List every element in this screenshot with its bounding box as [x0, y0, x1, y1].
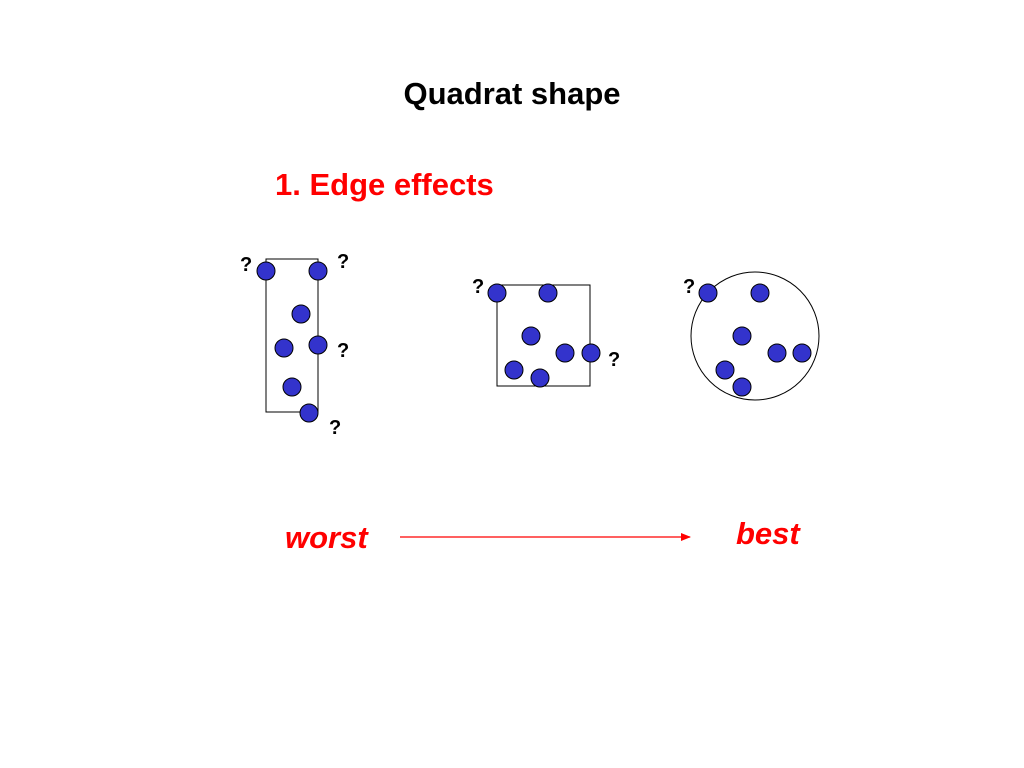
individual-dot	[282, 377, 302, 397]
individual-dot	[792, 343, 812, 363]
individual-dot	[538, 283, 558, 303]
rectangle-quadrat: ? ? ? ?	[240, 251, 349, 439]
edge-question-mark: ?	[329, 417, 341, 439]
edge-question-mark: ?	[472, 276, 484, 298]
individual-dot	[555, 343, 575, 363]
edge-question-mark: ?	[240, 254, 252, 276]
individual-dot	[732, 326, 752, 346]
worst-label: worst	[285, 520, 368, 555]
individual-dot	[308, 261, 328, 281]
individual-dot	[767, 343, 787, 363]
individual-dot	[581, 343, 601, 363]
circle-quadrat-outline	[690, 271, 820, 401]
individual-dot	[291, 304, 311, 324]
individual-dot	[732, 377, 752, 397]
slide-title: Quadrat shape	[403, 76, 621, 111]
individual-dot	[530, 368, 550, 388]
individual-dot	[274, 338, 294, 358]
square-quadrat: ? ?	[472, 276, 620, 388]
individual-dot	[299, 403, 319, 423]
individual-dot	[487, 283, 507, 303]
edge-question-mark: ?	[683, 276, 695, 298]
individual-dot	[698, 283, 718, 303]
individual-dot	[521, 326, 541, 346]
edge-question-mark: ?	[608, 349, 620, 371]
individual-dot	[256, 261, 276, 281]
individual-dot	[715, 360, 735, 380]
edge-question-mark: ?	[337, 251, 349, 273]
circle-quadrat: ?	[683, 271, 820, 401]
edge-effects-heading: 1. Edge effects	[275, 167, 494, 202]
best-label: best	[736, 516, 800, 551]
edge-question-mark: ?	[337, 340, 349, 362]
individual-dot	[750, 283, 770, 303]
individual-dot	[504, 360, 524, 380]
individual-dot	[308, 335, 328, 355]
